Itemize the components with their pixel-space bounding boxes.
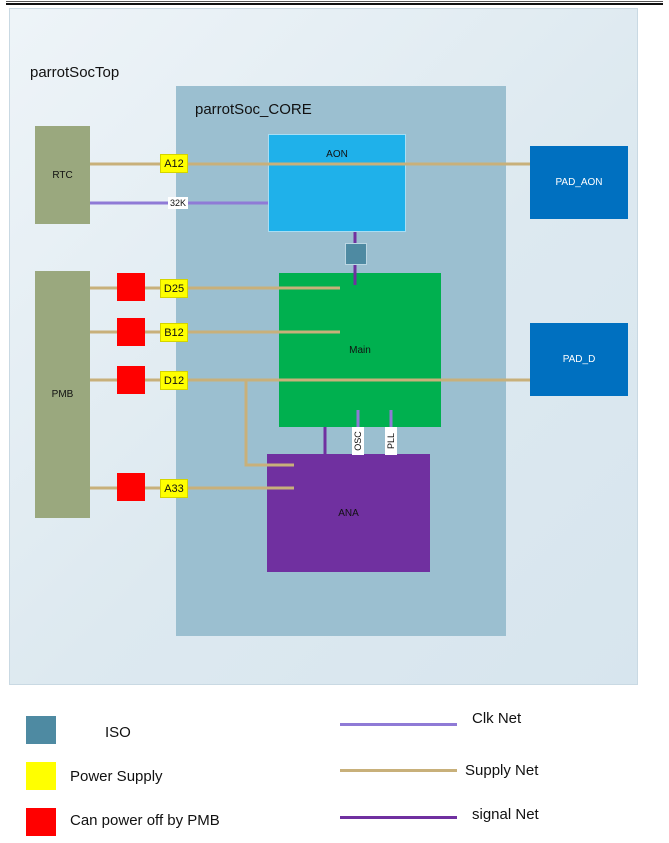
clock-tag-32k: 32K xyxy=(168,197,189,209)
soc-core-label: parrotSoc_CORE xyxy=(195,101,312,118)
clock-tag-osc: OSC xyxy=(352,427,364,455)
page-top-rule xyxy=(6,3,663,5)
supply-b12: B12 xyxy=(160,323,188,342)
pad-d-label: PAD_D xyxy=(562,354,596,365)
legend-power-supply-label: Power Supply xyxy=(70,768,163,785)
pad-d-block: PAD_D xyxy=(530,323,628,396)
aon-label: AON xyxy=(326,149,348,160)
power-off-marker-d25 xyxy=(117,273,145,301)
main-block: Main xyxy=(279,273,441,427)
pmb-block: PMB xyxy=(35,271,90,518)
aon-block: AON xyxy=(268,134,406,232)
legend-iso-label: ISO xyxy=(105,724,131,741)
pad-aon-block: PAD_AON xyxy=(530,146,628,219)
ana-block: ANA xyxy=(267,454,430,572)
supply-d25: D25 xyxy=(160,279,188,298)
legend-supply-net-line xyxy=(340,769,457,772)
soc-top-label: parrotSocTop xyxy=(30,64,120,81)
supply-a12: A12 xyxy=(160,154,188,173)
legend-supply-net-label: Supply Net xyxy=(465,762,539,779)
clock-tag-osc-label: OSC xyxy=(353,431,364,451)
ana-label: ANA xyxy=(338,507,359,519)
legend-power-off-swatch xyxy=(26,808,56,836)
legend-clk-net-line xyxy=(340,723,457,726)
pad-aon-label: PAD_AON xyxy=(555,177,603,188)
page-top-rule-thin xyxy=(6,1,663,2)
main-label: Main xyxy=(349,344,371,356)
rtc-label: RTC xyxy=(52,169,73,181)
supply-a33: A33 xyxy=(160,479,188,498)
legend-iso-swatch xyxy=(26,716,56,744)
power-off-marker-b12 xyxy=(117,318,145,346)
rtc-block: RTC xyxy=(35,126,90,224)
legend-clk-net-label: Clk Net xyxy=(472,710,522,727)
legend-signal-net-label: signal Net xyxy=(472,806,539,823)
power-off-marker-d12 xyxy=(117,366,145,394)
iso-cell xyxy=(345,243,367,265)
legend-signal-net-line xyxy=(340,816,457,819)
supply-d12: D12 xyxy=(160,371,188,390)
pmb-label: PMB xyxy=(51,389,74,400)
power-off-marker-a33 xyxy=(117,473,145,501)
legend-power-supply-swatch xyxy=(26,762,56,790)
legend-power-off-label: Can power off by PMB xyxy=(70,812,220,829)
clock-tag-pll-label: PLL xyxy=(386,432,397,450)
clock-tag-pll: PLL xyxy=(385,427,397,455)
